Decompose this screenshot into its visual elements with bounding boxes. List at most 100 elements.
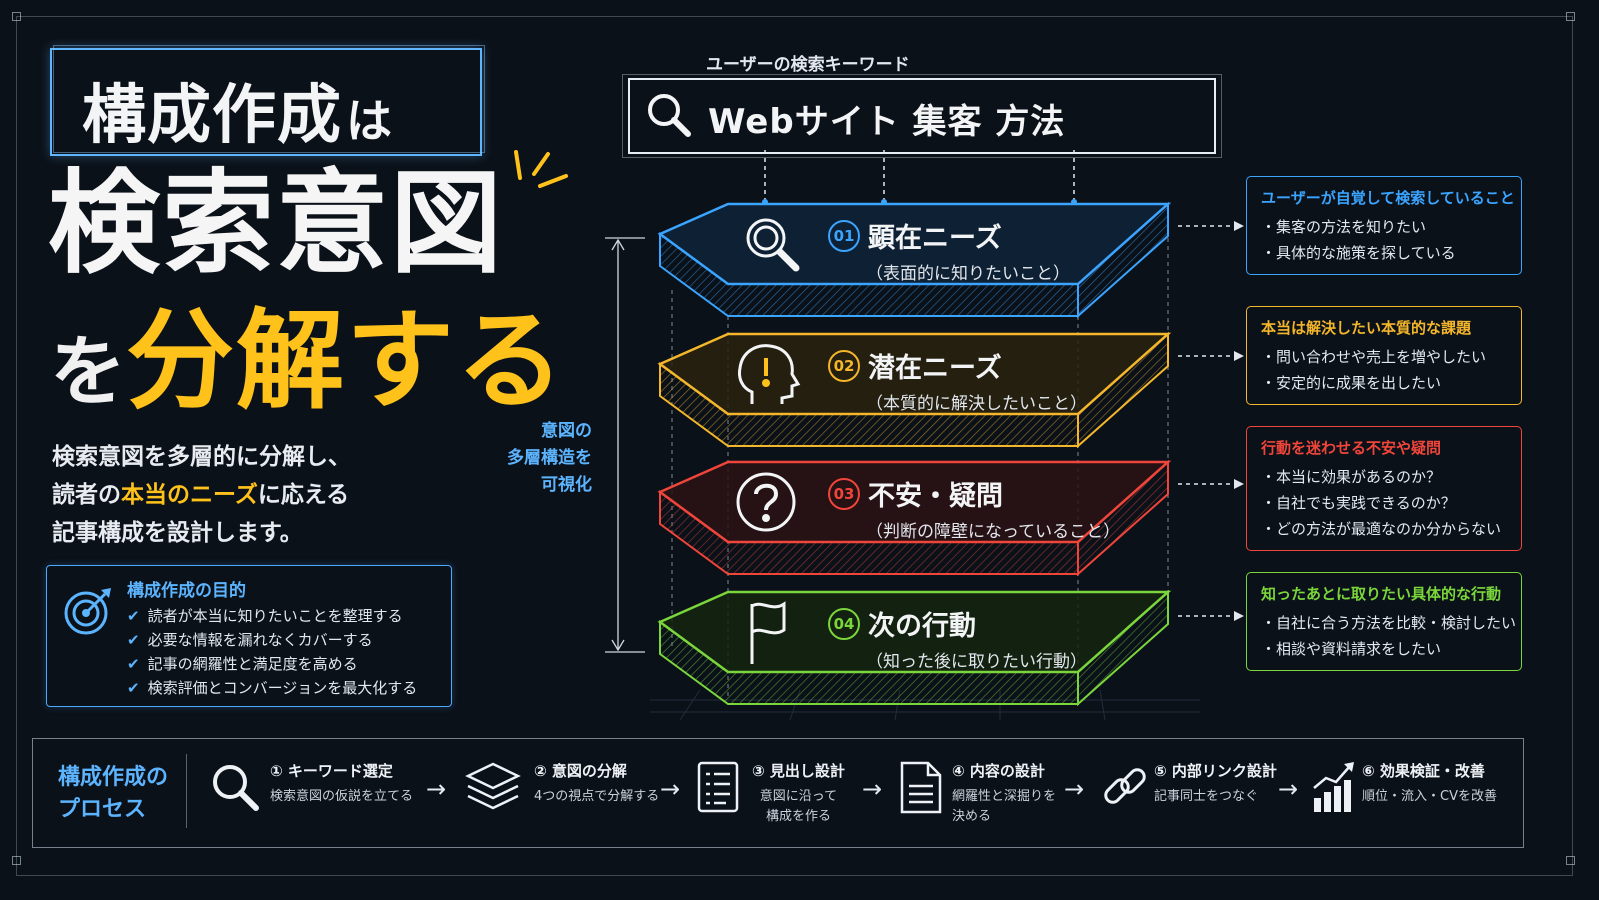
purpose-item: ✔ 記事の網羅性と満足度を高める xyxy=(127,652,417,676)
axis-label-line: 意図の xyxy=(541,421,592,441)
checklist-icon xyxy=(697,761,739,813)
layers-icon xyxy=(465,762,521,810)
growth-chart-icon xyxy=(1313,762,1354,812)
description-line: 記事構成を設計します。 xyxy=(52,520,303,546)
check-icon: ✔ xyxy=(127,607,140,625)
spark-icon xyxy=(514,150,568,188)
layer-number: 01 xyxy=(828,219,860,252)
step-title: ④ 内容の設計 xyxy=(952,762,1045,780)
note-4: 知ったあとに取りたい具体的な行動 自社に合う方法を比較・検討したい 相談や資料請… xyxy=(1246,572,1522,671)
step-title: ③ 見出し設計 xyxy=(752,762,845,780)
arrow-right-icon: → xyxy=(660,775,681,803)
note-title: 行動を迷わせる不安や疑問 xyxy=(1261,439,1442,457)
corner-mark xyxy=(12,12,21,21)
title-line-3: を分解する xyxy=(50,308,566,416)
arrow-right-icon: → xyxy=(1064,775,1085,803)
note-title: ユーザーが自覚して検索していること xyxy=(1261,189,1515,207)
layer-2-slab xyxy=(657,331,1172,449)
description-text: に応える xyxy=(257,482,350,508)
layer-name: 不安・疑問 xyxy=(868,481,1003,512)
note-title: 本当は解決したい本質的な課題 xyxy=(1261,319,1472,337)
process-divider xyxy=(186,754,187,828)
step-description: 記事同士をつなぐ xyxy=(1154,789,1259,804)
arrow-right-icon: → xyxy=(1278,775,1299,803)
layer-number: 04 xyxy=(828,607,860,640)
arrow-right-icon: → xyxy=(862,775,883,803)
process-title-line: プロセス xyxy=(58,797,147,822)
purpose-item: ✔ 読者が本当に知りたいことを整理する xyxy=(127,604,417,628)
layer-4-slab xyxy=(657,589,1172,707)
search-query: Webサイト 集客 方法 xyxy=(708,102,1066,142)
step-title: ⑤ 内部リンク設計 xyxy=(1154,762,1277,780)
description-line: 検索意図を多層的に分解し、 xyxy=(52,444,351,470)
layer-name: 顕在ニーズ xyxy=(868,223,1002,254)
layer-label-1: 01 顕在ニーズ （表面的に知りたいこと） xyxy=(828,216,1070,284)
step-description: 意図に沿って 構成を作る xyxy=(752,787,845,827)
layer-name: 潜在ニーズ xyxy=(868,353,1002,384)
check-icon: ✔ xyxy=(127,655,140,673)
layer-label-4: 04 次の行動 （知った後に取りたい行動） xyxy=(828,604,1087,672)
process-title: 構成作成の プロセス xyxy=(58,762,168,826)
process-step-2: ② 意図の分解 4つの視点で分解する xyxy=(534,760,659,807)
title-box: 構成作成は xyxy=(50,48,482,156)
purpose-title: 構成作成の目的 xyxy=(127,581,246,601)
note-item: 安定的に成果を出したい xyxy=(1261,370,1521,396)
layer-subtitle: （判断の障壁になっていること） xyxy=(866,522,1121,542)
layer-1-slab xyxy=(657,201,1172,319)
process-step-4: ④ 内容の設計 網羅性と深掘りを 決める xyxy=(952,760,1056,827)
step-title: ⑥ 効果検証・改善 xyxy=(1362,762,1485,780)
corner-mark xyxy=(12,856,21,865)
layer-label-3: 03 不安・疑問 （判断の障壁になっていること） xyxy=(828,474,1120,542)
document-icon xyxy=(900,761,942,814)
note-1: ユーザーが自覚して検索していること 集客の方法を知りたい 具体的な施策を探してい… xyxy=(1246,176,1522,275)
layer-name: 次の行動 xyxy=(868,611,976,642)
layer-subtitle: （知った後に取りたい行動） xyxy=(866,652,1087,672)
note-item: どの方法が最適なのか分からない xyxy=(1261,516,1521,542)
note-item: 自社でも実践できるのか？ xyxy=(1261,490,1521,516)
target-icon xyxy=(64,588,111,635)
title-line-1: 構成作成は xyxy=(82,64,392,156)
search-icon xyxy=(213,765,259,811)
purpose-item-text: 検索評価とコンバージョンを最大化する xyxy=(147,679,418,697)
step-description: 順位・流入・CVを改善 xyxy=(1362,789,1497,804)
axis-label-line: 多層構造を xyxy=(507,448,592,468)
step-title: ② 意図の分解 xyxy=(534,762,627,780)
process-step-6: ⑥ 効果検証・改善 順位・流入・CVを改善 xyxy=(1362,760,1497,807)
process-title-line: 構成作成の xyxy=(58,765,169,790)
process-step-3: ③ 見出し設計 意図に沿って 構成を作る xyxy=(752,760,845,827)
step-description: 網羅性と深掘りを 決める xyxy=(952,787,1056,827)
step-description-line: 意図に沿って xyxy=(759,789,838,804)
note-item: 本当に効果があるのか？ xyxy=(1261,464,1521,490)
process-box xyxy=(32,738,1524,848)
note-item: 問い合わせや売上を増やしたい xyxy=(1261,344,1521,370)
description: 検索意図を多層的に分解し、 読者の本当のニーズに応える 記事構成を設計します。 xyxy=(52,438,472,552)
layer-number: 03 xyxy=(828,477,860,510)
purpose-item-text: 読者が本当に知りたいことを整理する xyxy=(147,607,403,625)
title-highlight: 分解する xyxy=(126,299,567,424)
search-box[interactable]: Webサイト 集客 方法 xyxy=(622,74,1222,158)
purpose-box: 構成作成の目的 ✔ 読者が本当に知りたいことを整理する ✔必要な情報を漏れなくカバ… xyxy=(46,565,452,707)
corner-mark xyxy=(1566,12,1575,21)
check-icon: ✔ xyxy=(127,631,140,649)
description-line: 読者の本当のニーズに応える xyxy=(52,476,472,514)
purpose-item: ✔必要な情報を漏れなくカバーする xyxy=(127,628,417,652)
layer-subtitle: （本質的に解決したいこと） xyxy=(866,394,1087,414)
search-icon xyxy=(648,94,691,137)
purpose-list: ✔ 読者が本当に知りたいことを整理する ✔必要な情報を漏れなくカバーする ✔ 記事の… xyxy=(127,604,417,700)
process-step-5: ⑤ 内部リンク設計 記事同士をつなぐ xyxy=(1154,760,1277,807)
step-description-line: 決める xyxy=(952,809,992,824)
purpose-item: ✔検索評価とコンバージョンを最大化する xyxy=(127,676,417,700)
note-title: 知ったあとに取りたい具体的な行動 xyxy=(1261,585,1502,603)
note-3: 行動を迷わせる不安や疑問 本当に効果があるのか？ 自社でも実践できるのか？ どの… xyxy=(1246,426,1522,551)
purpose-item-text: 記事の網羅性と満足度を高める xyxy=(147,655,358,673)
note-2: 本当は解決したい本質的な課題 問い合わせや売上を増やしたい 安定的に成果を出した… xyxy=(1246,306,1522,405)
question-icon xyxy=(736,472,796,532)
magnifier-icon xyxy=(746,218,800,272)
flag-icon xyxy=(750,601,786,664)
note-item: 自社に合う方法を比較・検討したい xyxy=(1261,610,1521,636)
note-item: 具体的な施策を探している xyxy=(1261,240,1521,266)
note-item: 集客の方法を知りたい xyxy=(1261,214,1521,240)
layer-subtitle: （表面的に知りたいこと） xyxy=(866,264,1070,284)
